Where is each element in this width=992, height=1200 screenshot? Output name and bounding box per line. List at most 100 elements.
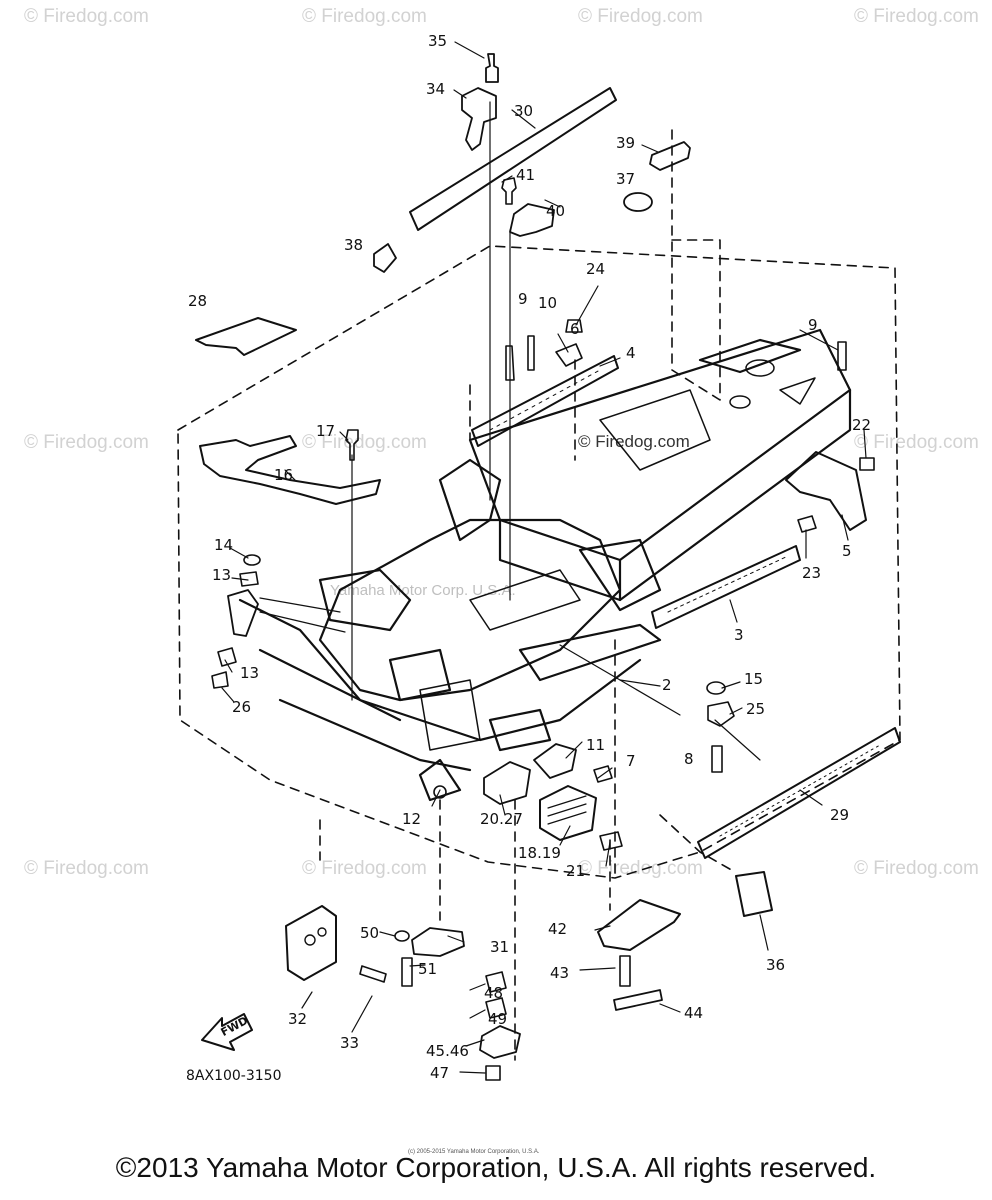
callout-12: 12 [402, 810, 422, 828]
callout-38: 38 [344, 236, 364, 254]
callout-49: 49 [488, 1010, 508, 1028]
watermark-7: © Firedog.com [578, 432, 690, 451]
part-32-plate [285, 905, 337, 981]
part-31-bracket [411, 927, 465, 957]
part-22-bolt [859, 457, 875, 471]
callout-15: 15 [744, 670, 764, 688]
part-15-clip [211, 671, 229, 689]
callout-17: 17 [316, 422, 336, 440]
callout-31: 31 [490, 938, 510, 956]
watermark-6: © Firedog.com [302, 432, 427, 453]
callout-50: 50 [360, 924, 380, 942]
callout-25: 25 [746, 700, 766, 718]
part-4-rail [471, 355, 619, 447]
part-16-bar [199, 435, 381, 505]
callout-20-27: 20.27 [480, 810, 523, 828]
callout-2: 2 [662, 676, 672, 694]
callout-36: 36 [766, 956, 786, 974]
watermark-8: © Firedog.com [854, 432, 979, 453]
part-33-bolt [359, 965, 387, 983]
part-41-bolt [501, 177, 517, 205]
part-29-strip [697, 727, 901, 859]
watermark-3: © Firedog.com [578, 6, 703, 27]
callout-43: 43 [550, 964, 570, 982]
callout-13: 13 [212, 566, 232, 584]
front-frame [238, 458, 662, 802]
part-45-mount [479, 1025, 521, 1059]
part-5-bracket [785, 451, 867, 531]
callout-5: 5 [842, 542, 852, 560]
part-34-bracket [461, 87, 497, 151]
callout-34: 34 [426, 80, 446, 98]
part-47-bolt [485, 1065, 501, 1081]
callout-44: 44 [684, 1004, 704, 1022]
callout-23: 23 [802, 564, 822, 582]
callout-37: 37 [616, 170, 636, 188]
callout-6: 6 [570, 320, 580, 338]
fwd-arrow-icon [201, 1013, 253, 1051]
part-51-bolt [401, 957, 413, 987]
callout-47: 47 [430, 1064, 450, 1082]
part-28-pad [195, 317, 297, 356]
callout-13: 13 [240, 664, 260, 682]
watermark-10: © Firedog.com [302, 858, 427, 879]
small-copyright: (c) 2005-2015 Yamaha Motor Corporation, … [408, 1149, 540, 1155]
callout-29: 29 [830, 806, 850, 824]
part-38-washer [373, 243, 397, 273]
callout-45-46: 45.46 [426, 1042, 469, 1060]
callout-51: 51 [418, 960, 438, 978]
part-9-bolt [505, 345, 515, 381]
part-23-nut [797, 515, 817, 533]
callout-26: 26 [232, 698, 252, 716]
callout-9: 9 [518, 290, 528, 308]
callout-40: 40 [546, 202, 566, 220]
tunnel-body [468, 328, 852, 602]
part-40-bracket [509, 203, 555, 237]
part-18-pad [539, 785, 597, 841]
callout-3: 3 [734, 626, 744, 644]
callout-33: 33 [340, 1034, 360, 1052]
part-11-plate [533, 743, 577, 779]
part-24-nut [565, 319, 583, 333]
part-50-washer [394, 930, 410, 942]
part-20-plate [483, 761, 531, 805]
callout-16: 16 [274, 466, 294, 484]
watermark-center: Yamaha Motor Corp. U.S.A. [330, 582, 516, 599]
callout-10: 10 [538, 294, 558, 312]
callout-39: 39 [616, 134, 636, 152]
part-25-clamp [707, 701, 735, 727]
copyright-notice: ©2013 Yamaha Motor Corporation, U.S.A. A… [115, 1152, 877, 1183]
part-7-fastener [593, 765, 613, 783]
assembly-outline [177, 129, 901, 1061]
part-6-clip [555, 343, 583, 367]
part-44-strip [613, 989, 663, 1011]
callout-4: 4 [626, 344, 636, 362]
part-48-nut [485, 971, 507, 993]
part-13-clip [239, 571, 259, 587]
part-13b-clip [217, 647, 237, 667]
part-36-pad [735, 871, 773, 917]
part-21-fastener [599, 831, 623, 851]
callout-7: 7 [626, 752, 636, 770]
callout-28: 28 [188, 292, 208, 310]
callout-21: 21 [566, 862, 586, 880]
part-35-bolt [485, 53, 499, 83]
callout-11: 11 [586, 736, 606, 754]
part-43-bolt [619, 955, 631, 987]
callout-30: 30 [514, 102, 534, 120]
part-30-strip [409, 87, 617, 231]
part-9b-bolt [837, 341, 847, 371]
part-3-rail [651, 545, 801, 629]
callout-8: 8 [684, 750, 694, 768]
callout-48: 48 [484, 984, 504, 1002]
callout-24: 24 [586, 260, 606, 278]
watermark-1: © Firedog.com [24, 6, 149, 27]
callout-41: 41 [516, 166, 536, 184]
callout-9: 9 [808, 316, 818, 334]
part-12-ring [433, 785, 447, 799]
part-42-skid [597, 899, 681, 951]
part-26-washer [706, 681, 726, 695]
watermark-4: © Firedog.com [854, 6, 979, 27]
